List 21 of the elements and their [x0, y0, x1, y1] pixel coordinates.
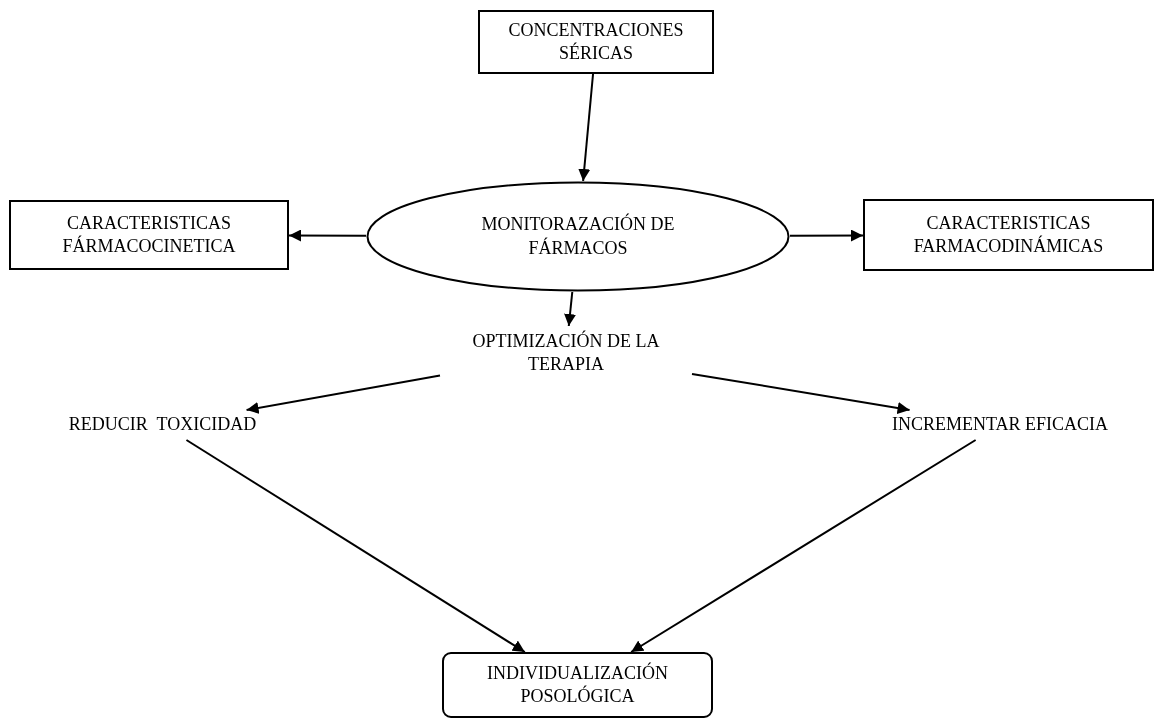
rounded-box: [442, 652, 713, 718]
arrow: [578, 73, 595, 182]
node-label: INDIVIDUALIZACIÓN POSOLÓGICA: [486, 661, 669, 708]
arrow: [630, 439, 977, 653]
node-label: CARACTERISTICAS FÁRMACOCINETICA: [61, 211, 237, 258]
node-label: INCREMENTAR EFICACIA: [891, 413, 1109, 437]
process-box: [863, 199, 1154, 271]
node-label: REDUCIR TOXICIDAD: [68, 413, 257, 437]
arrow: [789, 229, 864, 242]
arrow: [185, 439, 526, 653]
arrow: [288, 229, 367, 242]
node-label: CONCENTRACIONES SÉRICAS: [507, 18, 685, 65]
node-label: MONITORAZACIÓN DE FÁRMACOS: [480, 213, 676, 260]
process-ellipse: [366, 181, 790, 292]
arrow: [691, 372, 911, 414]
process-box: [478, 10, 714, 74]
process-box: [9, 200, 289, 270]
node-label: OPTIMIZACIÓN DE LA TERAPIA: [471, 329, 661, 376]
node-label: CARACTERISTICAS FARMACODINÁMICAS: [912, 211, 1105, 258]
arrow: [245, 374, 441, 414]
arrow: [564, 291, 576, 327]
